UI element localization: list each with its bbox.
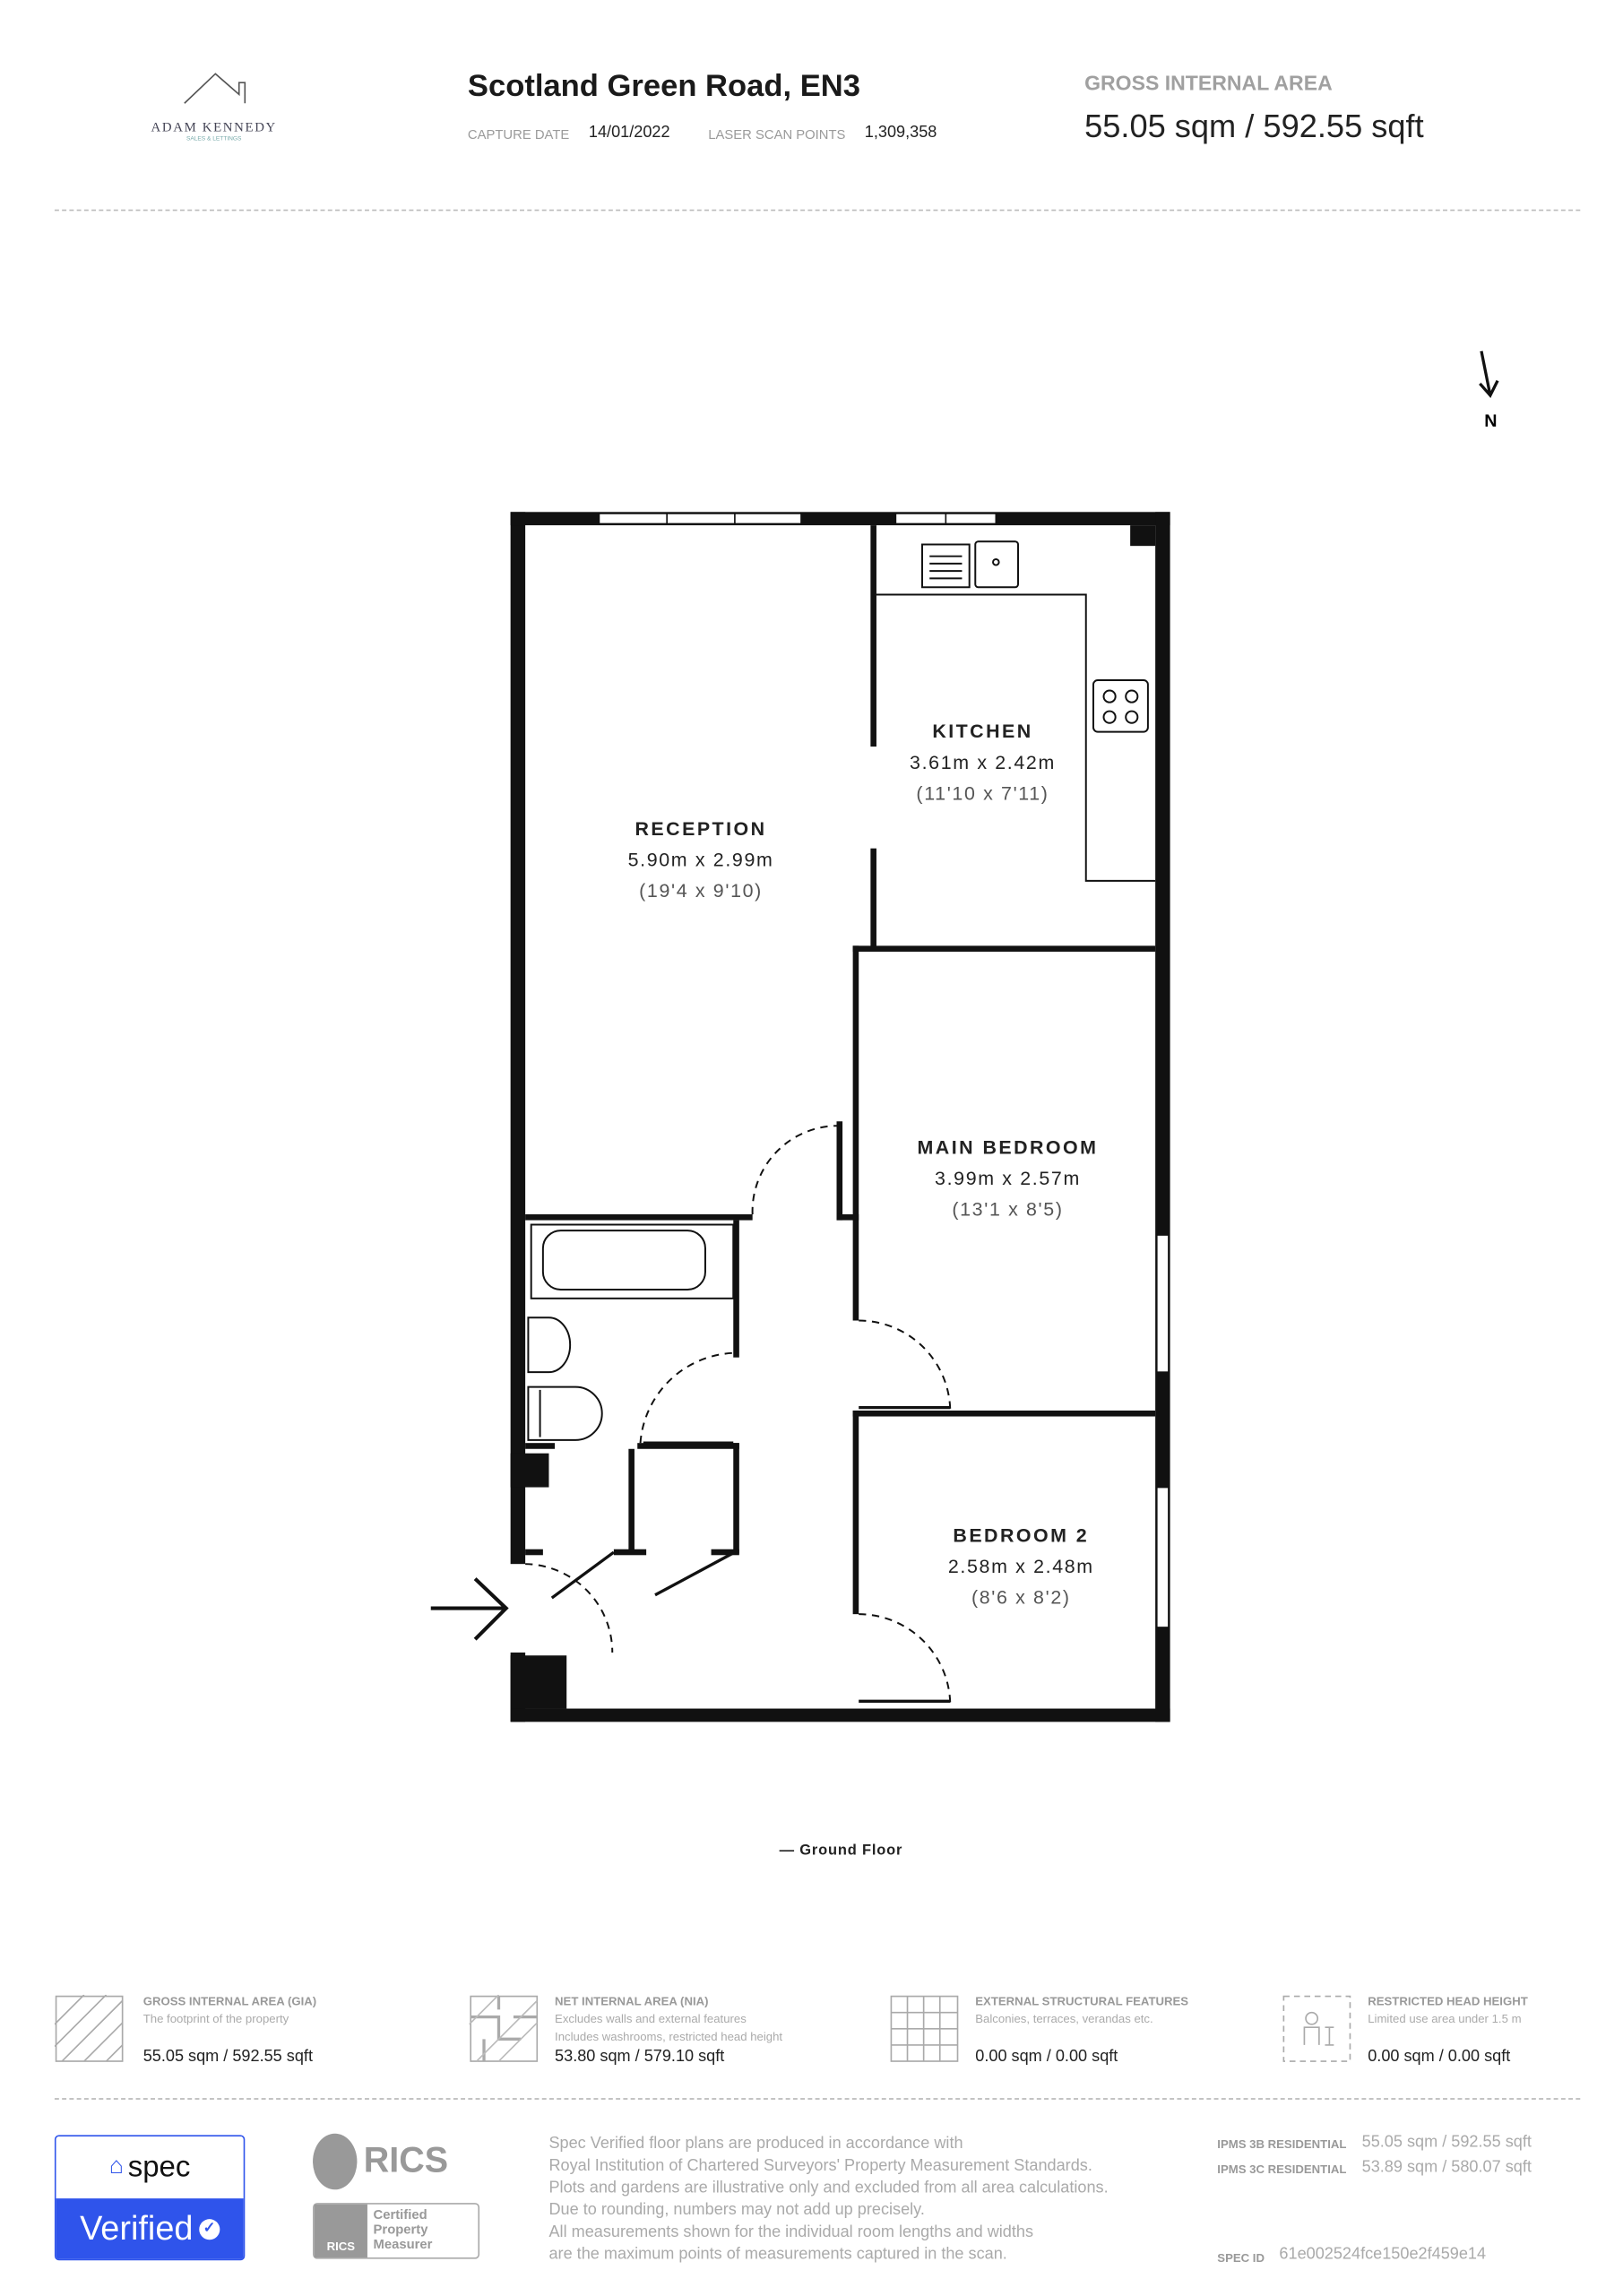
- drainer-icon: [921, 543, 971, 589]
- sink-icon: [974, 540, 1020, 589]
- cert-line: Measurer: [373, 2236, 433, 2252]
- room-name: MAIN BEDROOM: [918, 1136, 1099, 1158]
- legend-desc: Includes washrooms, restricted head heig…: [555, 2030, 783, 2044]
- logo-name: ADAM KENNEDY: [151, 119, 277, 134]
- room-imperial: (19'4 x 9'10): [639, 880, 763, 902]
- doors: [550, 1406, 951, 1703]
- spec-house-icon: ⌂: [108, 2154, 124, 2179]
- room-labels: RECEPTION 5.90m x 2.99m (19'4 x 9'10) KI…: [628, 721, 1099, 1859]
- legend-desc: Excludes walls and external features: [555, 2012, 747, 2026]
- room-imperial: (13'1 x 8'5): [952, 1199, 1063, 1221]
- verified-label: Verified: [80, 2208, 194, 2248]
- divider: [54, 2098, 1581, 2100]
- check-circle-icon: ✓: [199, 2218, 220, 2240]
- disclaimer-line: Due to rounding, numbers may not add up …: [548, 2201, 925, 2220]
- legend-desc: The footprint of the property: [142, 2012, 289, 2026]
- room-imperial: (11'10 x 7'11): [916, 782, 1049, 804]
- page-title: Scotland Green Road, EN3: [467, 69, 860, 104]
- room-name: KITCHEN: [932, 721, 1032, 742]
- disclaimer: Spec Verified floor plans are produced i…: [548, 2134, 1183, 2266]
- grid-icon: [890, 1995, 959, 2062]
- basin-icon: [527, 1316, 572, 1374]
- room-metric: 5.90m x 2.99m: [628, 849, 774, 870]
- scan-points-label: LASER SCAN POINTS: [708, 126, 846, 142]
- cert-line: Certified: [373, 2207, 427, 2223]
- house-roof-icon: [184, 73, 246, 104]
- capture-date: 14/01/2022: [588, 124, 670, 142]
- windows: [598, 513, 1170, 1628]
- disclaimer-line: are the maximum points of measurements c…: [548, 2245, 1007, 2264]
- legend-desc: Limited use area under 1.5 m: [1368, 2012, 1522, 2026]
- ipms3b-label: IPMS 3B RESIDENTIAL: [1217, 2137, 1347, 2152]
- gia-value: 55.05 sqm / 592.55 sqft: [1084, 108, 1424, 145]
- legend-title: EXTERNAL STRUCTURAL FEATURES: [975, 1994, 1189, 2008]
- legend-value: 53.80 sqm / 579.10 sqft: [555, 2048, 725, 2066]
- entrance-arrow-icon: [430, 1577, 509, 1641]
- legend-title: NET INTERNAL AREA (NIA): [555, 1994, 709, 2008]
- rics-lion-icon: [313, 2133, 358, 2190]
- floor-label: — Ground Floor: [780, 1843, 903, 1859]
- gia-label: GROSS INTERNAL AREA: [1084, 71, 1333, 95]
- room-metric: 3.61m x 2.42m: [910, 752, 1056, 773]
- person-head-height-icon: [1282, 1995, 1351, 2062]
- legend-value: 0.00 sqm / 0.00 sqft: [1368, 2048, 1511, 2066]
- nia-hatch-icon: [469, 1994, 539, 2062]
- spec-id: 61e002524fce150e2f459e14: [1279, 2245, 1487, 2264]
- rics-logo: RICS: [313, 2133, 449, 2190]
- disclaimer-line: Plots and gardens are illustrative only …: [548, 2179, 1109, 2197]
- ipms3c-label: IPMS 3C RESIDENTIAL: [1217, 2162, 1347, 2177]
- spec-id-label: SPEC ID: [1217, 2251, 1265, 2266]
- north-arrow-icon: [1479, 350, 1499, 399]
- room-imperial: (8'6 x 8'2): [971, 1587, 1071, 1609]
- spec-verified-badge: ⌂ spec Verified ✓: [54, 2135, 246, 2261]
- disclaimer-line: Spec Verified floor plans are produced i…: [548, 2135, 963, 2154]
- ipms3b-value: 55.05 sqm / 592.55 sqft: [1361, 2133, 1532, 2152]
- room-metric: 2.58m x 2.48m: [948, 1556, 1094, 1577]
- legend-value: 55.05 sqm / 592.55 sqft: [142, 2048, 313, 2066]
- room-metric: 3.99m x 2.57m: [935, 1168, 1081, 1189]
- logo-tagline: SALES & LETTINGS: [186, 134, 242, 142]
- door-swings: [525, 1125, 952, 1705]
- cert-line: Property: [373, 2222, 428, 2237]
- ipms3c-value: 53.89 sqm / 580.07 sqft: [1361, 2158, 1532, 2177]
- room-name: RECEPTION: [635, 818, 767, 840]
- room-name: BEDROOM 2: [953, 1524, 1089, 1546]
- scan-points: 1,309,358: [864, 124, 937, 142]
- legend-desc: Balconies, terraces, verandas etc.: [975, 2012, 1153, 2026]
- bath-icon: [530, 1223, 735, 1299]
- divider: [54, 209, 1581, 211]
- north-label: N: [1484, 411, 1497, 431]
- toilet-icon: [527, 1385, 603, 1441]
- gia-hatch-icon: [54, 1994, 124, 2062]
- rics-certified-badge: RICS Certified Property Measurer: [313, 2203, 480, 2259]
- rics-wordmark: RICS: [363, 2140, 449, 2181]
- disclaimer-line: Royal Institution of Chartered Surveyors…: [548, 2157, 1092, 2175]
- capture-date-label: CAPTURE DATE: [467, 126, 570, 142]
- company-logo: ADAM KENNEDY SALES & LETTINGS: [148, 68, 281, 142]
- legend-value: 0.00 sqm / 0.00 sqft: [975, 2048, 1118, 2066]
- disclaimer-line: All measurements shown for the individua…: [548, 2223, 1034, 2241]
- legend-title: RESTRICTED HEAD HEIGHT: [1368, 1994, 1528, 2008]
- rics-mini-logo: RICS: [314, 2204, 367, 2257]
- spec-logo: spec: [127, 2150, 191, 2183]
- hob-icon: [1092, 679, 1149, 733]
- kitchen-counter: [876, 593, 1156, 882]
- legend-title: GROSS INTERNAL AREA (GIA): [142, 1994, 317, 2008]
- fixtures: [527, 540, 1156, 1441]
